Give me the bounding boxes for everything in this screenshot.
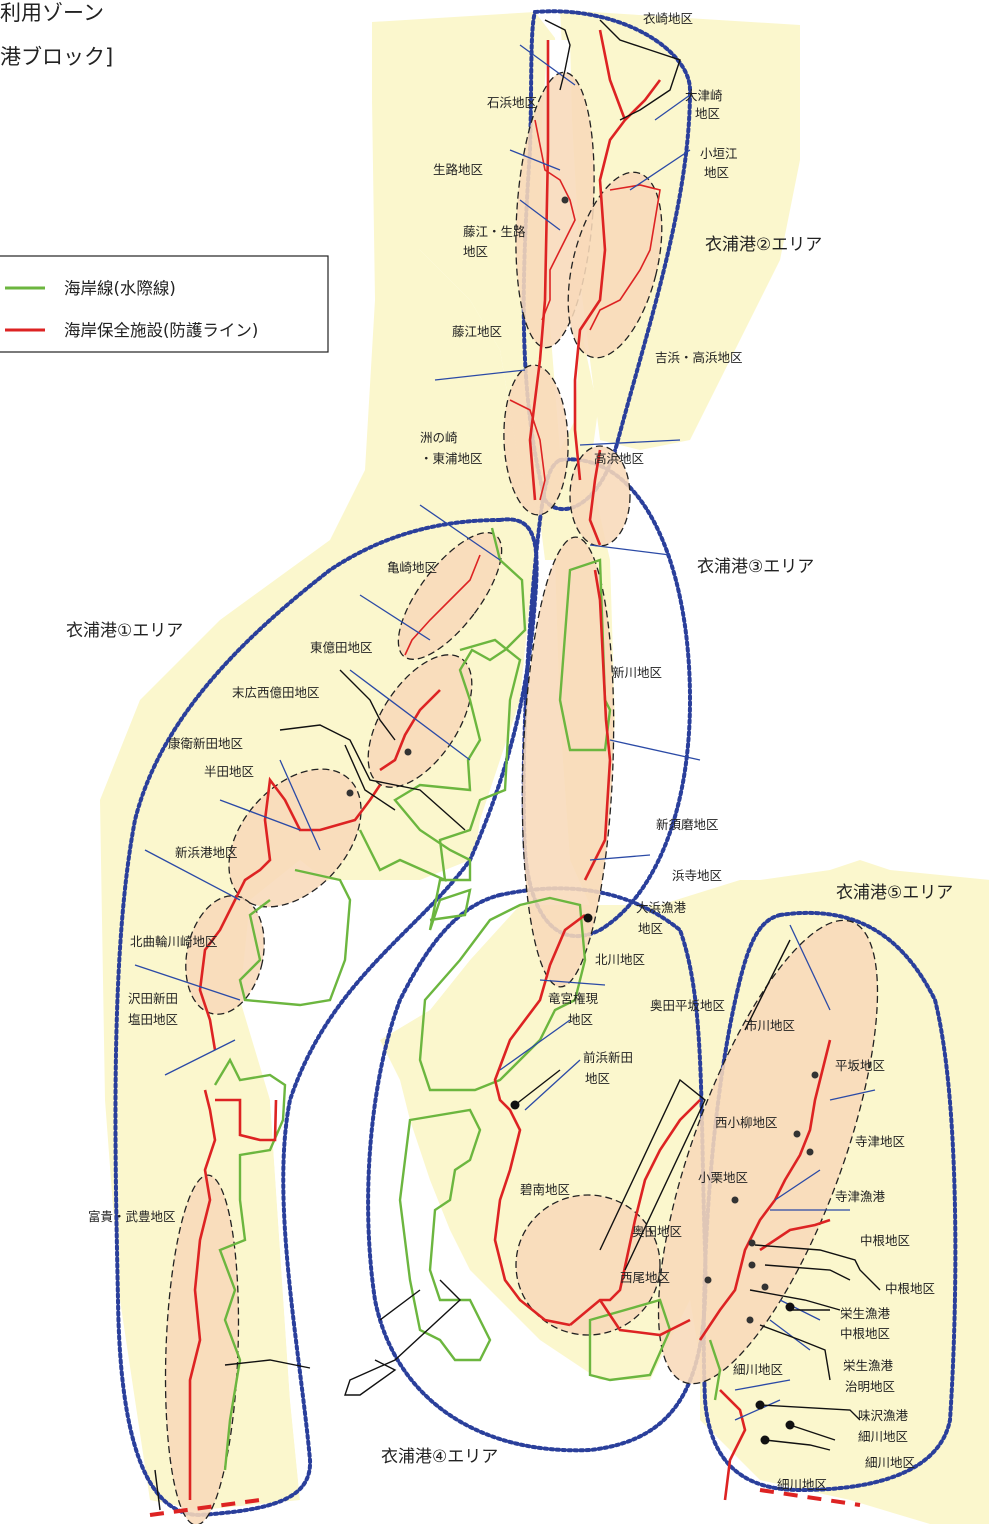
- label-fujie-ikuji-1: 藤江・生路: [463, 224, 526, 239]
- label-handa: 半田地区: [204, 764, 254, 779]
- label-fujie-ikuji-2: 地区: [463, 244, 488, 259]
- zone-sunozaki: [503, 364, 569, 516]
- label-ryugu-2: 地区: [568, 1012, 593, 1027]
- zone-shinkawa: [521, 536, 615, 988]
- label-shinsuma: 新須磨地区: [656, 817, 719, 832]
- label-hekinan: 碧南地区: [520, 1182, 570, 1197]
- label-hamadera: 浜寺地区: [672, 868, 722, 883]
- label-nakane1: 中根地区: [860, 1233, 910, 1248]
- label-otsuzaki-2: 地区: [695, 106, 720, 121]
- red-protection-lines: [149, 29, 861, 1517]
- label-ishihama: 石浜地区: [487, 95, 537, 110]
- label-kogakie-2: 地区: [704, 165, 729, 180]
- label-ohama-2: 地区: [638, 921, 663, 936]
- black-structures: [154, 19, 881, 1511]
- green-coastline: [213, 527, 722, 1471]
- legend: 海岸線(水際線) 海岸保全施設(防護ライン): [0, 255, 329, 353]
- label-nishikoyanagi: 西小柳地区: [715, 1115, 778, 1130]
- label-yoshihama-takahama: 吉浜・高浜地区: [655, 350, 743, 365]
- label-tomiki: 富貴・武豊地区: [88, 1209, 176, 1224]
- label-hosokawa3: 細川地区: [777, 1477, 827, 1492]
- red-dashed-south-east: [759, 1488, 861, 1507]
- label-kamezaki: 亀崎地区: [387, 560, 437, 575]
- map-title: 利用ゾーン 港ブロック]: [0, 1, 113, 69]
- label-eiryu-jimei-2: 治明地区: [845, 1379, 895, 1394]
- label-okuda: 奥田地区: [632, 1224, 682, 1239]
- label-eiryu-nakane-2: 中根地区: [840, 1326, 890, 1341]
- area-labels: 衣浦港①エリア 衣浦港②エリア 衣浦港③エリア 衣浦港④エリア 衣浦港⑤エリア: [66, 235, 953, 1467]
- label-kitamagari: 北曲輪川崎地区: [130, 934, 218, 949]
- district-labels: 衣崎地区 大津崎 地区 石浜地区 小垣江 地区 生路地区 藤江・生路 地区 藤江…: [88, 11, 935, 1492]
- label-hosokawa2: 細川地区: [865, 1455, 915, 1470]
- label-shinkawa: 新川地区: [612, 665, 662, 680]
- label-maehama-1: 前浜新田: [583, 1050, 633, 1065]
- label-eiryu-jimei-1: 栄生漁港: [843, 1358, 894, 1373]
- label-ohama-1: 大浜漁港: [636, 900, 687, 915]
- district-zones: [164, 71, 879, 1524]
- title-line1: 利用ゾーン: [0, 1, 104, 25]
- label-teratsu: 寺津地区: [855, 1134, 905, 1149]
- legend-label-protection: 海岸保全施設(防護ライン): [64, 321, 258, 340]
- label-koromozaki: 衣崎地区: [643, 11, 693, 26]
- area3-label: 衣浦港③エリア: [697, 557, 814, 577]
- label-ajisawa-2: 細川地区: [858, 1429, 908, 1444]
- label-ryugu-1: 竜宮権現: [548, 991, 599, 1006]
- label-oguri: 小栗地区: [698, 1170, 748, 1185]
- label-fujie: 藤江地区: [452, 324, 502, 339]
- label-sunozaki-2: ・東浦地区: [420, 451, 483, 466]
- label-sawada-1: 沢田新田: [128, 991, 178, 1006]
- area4-ring: [366, 886, 708, 1453]
- label-maehama-2: 地区: [585, 1071, 610, 1086]
- label-hosokawa1: 細川地区: [733, 1362, 783, 1377]
- label-eiryu-nakane-1: 栄生漁港: [840, 1306, 891, 1321]
- label-kitagawa: 北川地区: [595, 952, 645, 967]
- area1-label: 衣浦港①エリア: [66, 621, 183, 641]
- area4-label: 衣浦港④エリア: [381, 1447, 498, 1467]
- label-teratsu-port: 寺津漁港: [835, 1189, 886, 1204]
- area1-ring: [113, 517, 539, 1518]
- red-dashed-south-west: [149, 1498, 261, 1517]
- label-ichikawa: 市川地区: [745, 1018, 795, 1033]
- area2-label: 衣浦港②エリア: [705, 235, 822, 255]
- label-ikuji: 生路地区: [433, 162, 483, 177]
- label-shinhama: 新浜港地区: [175, 845, 238, 860]
- label-okuda-hirasaka: 奥田平坂地区: [650, 998, 725, 1013]
- zone-takahama: [569, 445, 631, 547]
- area5-label: 衣浦港⑤エリア: [836, 883, 953, 903]
- label-sawada-2: 塩田地区: [128, 1012, 178, 1027]
- title-line2: 港ブロック]: [0, 45, 113, 69]
- label-nakane2: 中根地区: [885, 1281, 935, 1296]
- label-suehiro: 末広西億田地区: [232, 685, 320, 700]
- label-nishio: 西尾地区: [620, 1270, 670, 1285]
- legend-label-coastline: 海岸線(水際線): [64, 279, 176, 298]
- label-sunozaki-1: 洲の崎: [420, 430, 458, 445]
- label-higashi-okuda: 東億田地区: [310, 640, 373, 655]
- label-kogakie-1: 小垣江: [700, 146, 738, 161]
- label-takahama: 高浜地区: [594, 451, 644, 466]
- zone-higashi-okuda: [367, 654, 473, 788]
- label-otsuzaki-1: 大津崎: [685, 88, 723, 103]
- label-hirasaka: 平坂地区: [835, 1058, 885, 1073]
- label-ajisawa-1: 味沢漁港: [858, 1408, 909, 1423]
- zone-hekinan: [515, 1194, 661, 1336]
- label-kouei: 康衛新田地区: [168, 736, 243, 751]
- zone-east: [657, 919, 879, 1385]
